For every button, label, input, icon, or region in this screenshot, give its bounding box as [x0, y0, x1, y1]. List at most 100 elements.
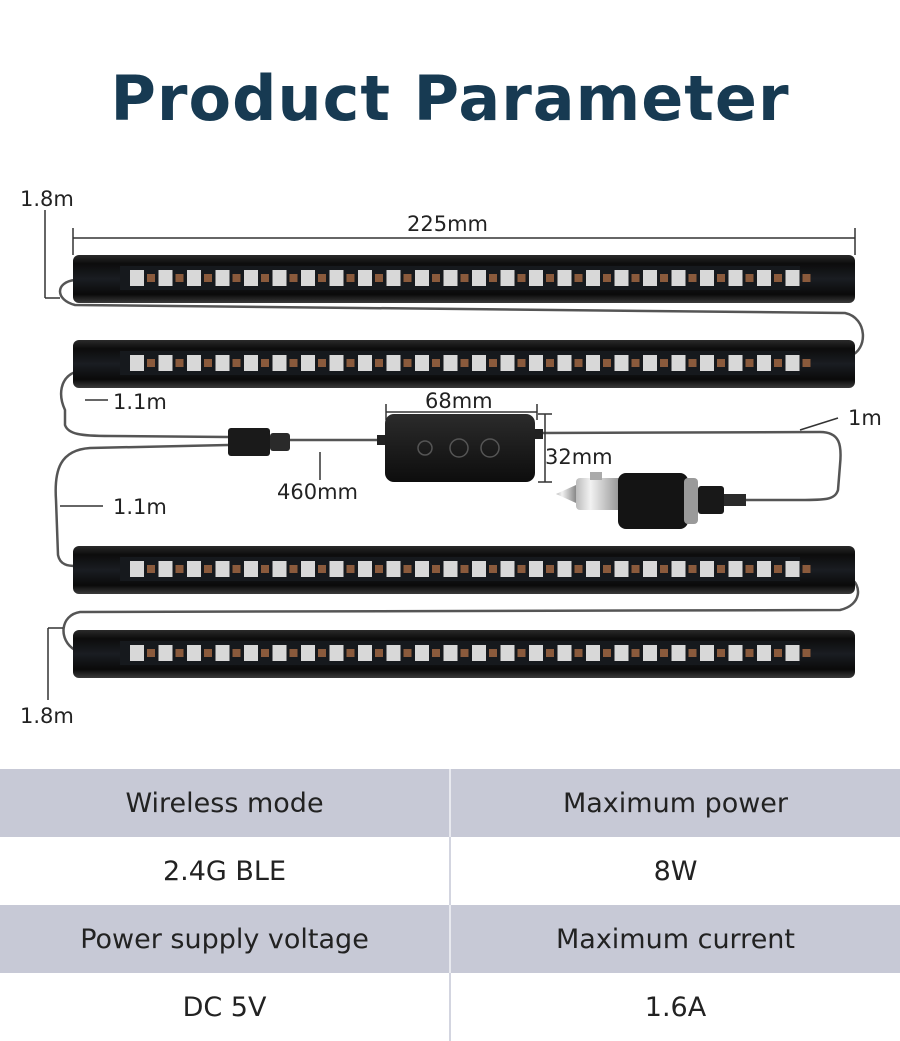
- led-chip: [187, 645, 201, 661]
- led-chip: [329, 645, 344, 661]
- led-chip: [472, 561, 486, 577]
- resistor: [375, 565, 383, 573]
- led-chip: [244, 355, 258, 371]
- led-chip: [728, 561, 743, 577]
- resistor: [232, 649, 241, 657]
- resistor: [688, 565, 697, 573]
- resistor: [432, 565, 440, 573]
- resistor: [774, 565, 782, 573]
- resistor: [717, 359, 725, 367]
- resistor: [489, 649, 497, 657]
- resistor: [147, 565, 155, 573]
- resistor: [603, 565, 611, 573]
- resistor: [346, 274, 355, 282]
- led-chip: [785, 561, 800, 577]
- cable-bar1-bar2: [58, 278, 865, 358]
- resistor: [603, 274, 611, 282]
- spec-header-row: Wireless mode Maximum power: [0, 769, 900, 837]
- led-chip: [130, 645, 144, 661]
- led-chip: [443, 355, 458, 371]
- led-chip: [215, 355, 230, 371]
- resistor: [574, 649, 583, 657]
- resistor: [232, 274, 241, 282]
- led-chip: [728, 270, 743, 286]
- resistor: [688, 649, 697, 657]
- spec-value-cell: 8W: [653, 855, 698, 887]
- led-chip: [158, 355, 173, 371]
- led-chip: [329, 270, 344, 286]
- led-chip: [215, 561, 230, 577]
- resistor: [717, 565, 725, 573]
- led-chip: [187, 270, 201, 286]
- cable-bar2-hub: [59, 370, 229, 439]
- resistor: [318, 565, 326, 573]
- led-chip: [500, 270, 515, 286]
- resistor: [346, 649, 355, 657]
- resistor: [289, 359, 298, 367]
- led-chip: [358, 355, 372, 371]
- resistor: [631, 649, 640, 657]
- resistor: [745, 274, 754, 282]
- led-chip: [244, 270, 258, 286]
- resistor: [204, 274, 212, 282]
- cable-hub-bar3: [54, 443, 229, 568]
- led-chip: [272, 645, 287, 661]
- led-chip: [272, 355, 287, 371]
- led-chip: [301, 645, 315, 661]
- resistor: [517, 274, 526, 282]
- resistor: [546, 565, 554, 573]
- resistor: [631, 359, 640, 367]
- resistor: [574, 359, 583, 367]
- resistor: [147, 649, 155, 657]
- controller-width-label: 68mm: [425, 389, 493, 413]
- resistor: [774, 274, 782, 282]
- resistor: [745, 359, 754, 367]
- led-chip: [671, 645, 686, 661]
- resistor: [517, 649, 526, 657]
- resistor: [631, 274, 640, 282]
- led-chip: [244, 645, 258, 661]
- led-chip: [130, 355, 144, 371]
- cable-controller-usb: [539, 430, 842, 502]
- resistor: [688, 274, 697, 282]
- led-chip: [272, 561, 287, 577]
- led-chip: [728, 355, 743, 371]
- resistor: [517, 359, 526, 367]
- led-chip: [643, 561, 657, 577]
- led-chip: [614, 645, 629, 661]
- cable-a-length-label: 1.1m: [113, 390, 167, 414]
- resistor: [660, 359, 668, 367]
- resistor: [261, 565, 269, 573]
- led-chip: [728, 645, 743, 661]
- led-chip: [700, 355, 714, 371]
- led-chip: [529, 270, 543, 286]
- resistor: [546, 359, 554, 367]
- dimension-lines: [44, 210, 856, 700]
- cable-hub-connector: [228, 428, 290, 456]
- led-chip: [358, 270, 372, 286]
- led-chip: [643, 270, 657, 286]
- led-chip: [329, 561, 344, 577]
- led-chip: [472, 270, 486, 286]
- cables: [54, 278, 865, 652]
- resistor: [432, 359, 440, 367]
- resistor: [318, 274, 326, 282]
- led-chip: [757, 270, 771, 286]
- led-chip: [386, 561, 401, 577]
- spec-value-cell: 2.4G BLE: [0, 837, 451, 905]
- resistor: [574, 565, 583, 573]
- resistor: [147, 274, 155, 282]
- resistor: [432, 649, 440, 657]
- resistor: [204, 359, 212, 367]
- led-chip: [443, 270, 458, 286]
- led-chip: [500, 645, 515, 661]
- resistor: [660, 274, 668, 282]
- resistor: [717, 274, 725, 282]
- resistor: [432, 274, 440, 282]
- mode-button-icon: [449, 438, 469, 458]
- led-chip: [158, 270, 173, 286]
- resistor: [802, 359, 811, 367]
- resistor: [460, 274, 469, 282]
- led-chip: [215, 270, 230, 286]
- led-chip: [757, 561, 771, 577]
